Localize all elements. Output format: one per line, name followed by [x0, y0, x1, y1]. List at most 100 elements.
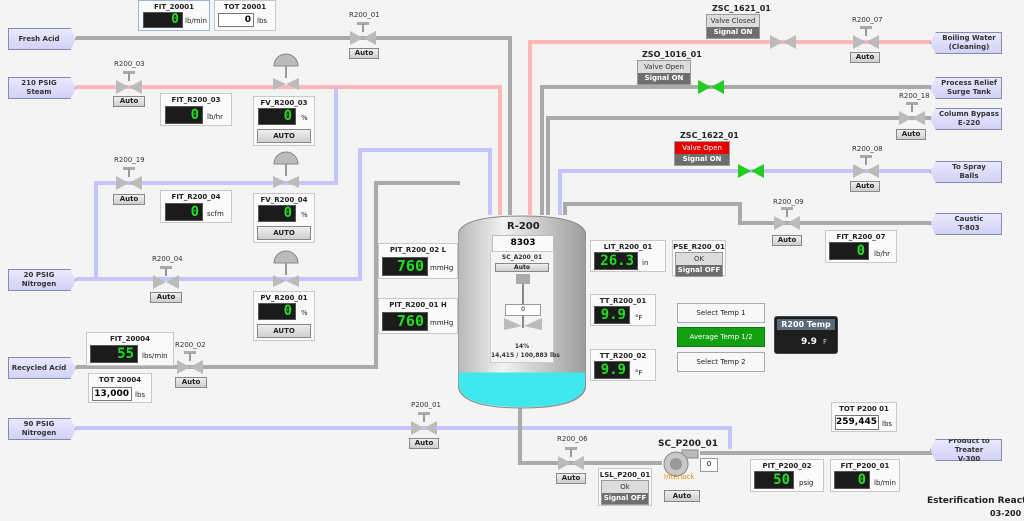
instrument-title: LSL_P200_01 — [599, 471, 651, 479]
valve-tag: R200_03 — [114, 60, 145, 68]
valve-r200-19-auto-button[interactable]: Auto — [113, 194, 145, 205]
stream-boiling-water[interactable]: Boiling Water(Cleaning) — [930, 32, 1002, 54]
valve-zsc-1621[interactable] — [770, 35, 796, 49]
control-valve-fv-r200-04-icon[interactable] — [268, 150, 304, 190]
fit-20001-display[interactable]: FIT_20001 0 lb/min — [138, 0, 210, 31]
valve-r200-04-auto-button[interactable]: Auto — [150, 292, 182, 303]
tot-p200-01-display[interactable]: TOT P200 01 259,445 lbs — [831, 402, 897, 432]
valve-r200-06-auto-button[interactable]: Auto — [556, 473, 586, 484]
valve-r200-02-auto-button[interactable]: Auto — [175, 377, 207, 388]
fv-r200-03-auto-button[interactable]: AUTO — [257, 129, 311, 143]
lit-r200-01-display[interactable]: LIT_R200_01 26.3 in — [590, 240, 666, 272]
pipe-boiling-water — [528, 40, 940, 215]
instrument-title: TOT 20001 — [223, 3, 267, 11]
instrument-title: PIT_R200_02 L — [389, 246, 447, 254]
fit-20004-display[interactable]: FIT_20004 55 lbs/min — [86, 332, 174, 366]
valve-r200-06[interactable] — [558, 447, 584, 470]
pump-auto-button[interactable]: Auto — [664, 490, 700, 502]
valve-r200-08-auto-button[interactable]: Auto — [850, 181, 880, 192]
fit-p200-01-display[interactable]: FIT_P200_01 0 lb/min — [830, 459, 900, 492]
valve-r200-19[interactable] — [116, 167, 142, 190]
control-valve-fv-r200-03-icon[interactable] — [268, 52, 304, 92]
pit-r200-02-display[interactable]: PIT_R200_02 L 760 mmHg — [378, 243, 458, 279]
valve-r200-02[interactable] — [177, 351, 203, 374]
fv-r200-04-display[interactable]: FV_R200_04 0 % AUTO — [253, 193, 315, 243]
stream-recycled-acid[interactable]: Recycled Acid — [8, 357, 76, 379]
valve-r200-18[interactable] — [899, 102, 925, 125]
valve-tag: R200_18 — [899, 92, 930, 100]
unit-label: in — [642, 259, 649, 267]
pipe-relief — [540, 85, 940, 215]
valve-r200-07-auto-button[interactable]: Auto — [850, 52, 880, 63]
valve-tag: R200_02 — [175, 341, 206, 349]
pit-r200-01-display[interactable]: PIT_R200_01 H 760 mmHg — [378, 298, 458, 334]
pump-title: SC_P200_01 — [658, 439, 718, 449]
valve-r200-03[interactable] — [116, 71, 142, 94]
valve-r200-01-auto-button[interactable]: Auto — [349, 48, 379, 59]
agitator-auto-button[interactable]: Auto — [495, 263, 549, 272]
r200-temp-value: 9.9 — [801, 337, 817, 347]
valve-zso-1016[interactable] — [698, 80, 724, 94]
pipe-steam — [76, 85, 502, 215]
control-valve-pv-r200-01-icon[interactable] — [268, 249, 304, 289]
total-readout: 259,445 — [835, 415, 879, 430]
tt-r200-01-display[interactable]: TT_R200_01 9.9 °F — [590, 294, 656, 326]
fv-r200-03-display[interactable]: FV_R200_03 0 % AUTO — [253, 96, 315, 146]
valve-r200-09-auto-button[interactable]: Auto — [772, 235, 802, 246]
unit-label: mmHg — [430, 319, 454, 327]
tot-20004-display[interactable]: TOT 20004 13,000 lbs — [88, 373, 152, 403]
valve-r200-18-auto-button[interactable]: Auto — [896, 129, 926, 140]
instrument-title: FIT_P200_01 — [840, 462, 890, 470]
pv-r200-01-auto-button[interactable]: AUTO — [257, 324, 311, 338]
fit-r200-07-display[interactable]: FIT_R200_07 0 lb/hr — [825, 230, 897, 263]
screen-title: Esterification Reactor — [927, 496, 1024, 506]
pipe-bypass — [546, 116, 940, 215]
valve-tag: R200_01 — [349, 11, 380, 19]
stream-fresh-acid[interactable]: Fresh Acid — [8, 28, 76, 50]
valve-r200-03-auto-button[interactable]: Auto — [113, 96, 145, 107]
pv-r200-01-display[interactable]: PV_R200_01 0 % AUTO — [253, 291, 315, 341]
average-temp-button[interactable]: Average Temp 1/2 — [677, 327, 765, 347]
valve-p200-01[interactable] — [411, 412, 437, 435]
valve-r200-04[interactable] — [153, 266, 179, 289]
zsc-1622-title: ZSC_1622_01 — [680, 131, 739, 140]
pipe-fresh-acid — [76, 36, 512, 215]
valve-r200-01[interactable] — [350, 22, 376, 45]
fit-r200-03-display[interactable]: FIT_R200_03 0 lb/hr — [160, 93, 232, 126]
fv-r200-04-auto-button[interactable]: AUTO — [257, 226, 311, 240]
valve-zsc-1622[interactable] — [738, 164, 764, 178]
agitator-panel[interactable]: SC_A200_01 Auto 0 14% 14,415 / 100,883 l… — [490, 251, 560, 363]
select-temp-2-button[interactable]: Select Temp 2 — [677, 352, 765, 372]
position-readout: 0 — [258, 303, 296, 320]
unit-label: scfm — [207, 210, 224, 218]
pressure-readout: 50 — [754, 471, 794, 489]
valve-p200-01-auto-button[interactable]: Auto — [409, 438, 439, 449]
unit-label: psig — [799, 479, 814, 487]
tt-r200-02-display[interactable]: TT_R200_02 9.9 °F — [590, 349, 656, 381]
position-readout: 0 — [258, 205, 296, 222]
pipe-nitrogen-20b — [96, 148, 492, 281]
fit-r200-04-display[interactable]: FIT_R200_04 0 scfm — [160, 190, 232, 223]
valve-r200-08[interactable] — [853, 155, 879, 178]
pump-icon[interactable] — [660, 448, 700, 478]
instrument-title: PIT_R200_01 H — [389, 301, 447, 309]
unit-label: F — [823, 338, 828, 346]
tot-20001-display[interactable]: TOT 20001 0 lbs — [214, 0, 276, 31]
pit-p200-02-display[interactable]: PIT_P200_02 50 psig — [750, 459, 824, 492]
valve-r200-07[interactable] — [853, 26, 879, 49]
select-temp-1-button[interactable]: Select Temp 1 — [677, 303, 765, 323]
zso-1016-title: ZSO_1016_01 — [642, 50, 702, 59]
valve-r200-09[interactable] — [774, 207, 800, 230]
